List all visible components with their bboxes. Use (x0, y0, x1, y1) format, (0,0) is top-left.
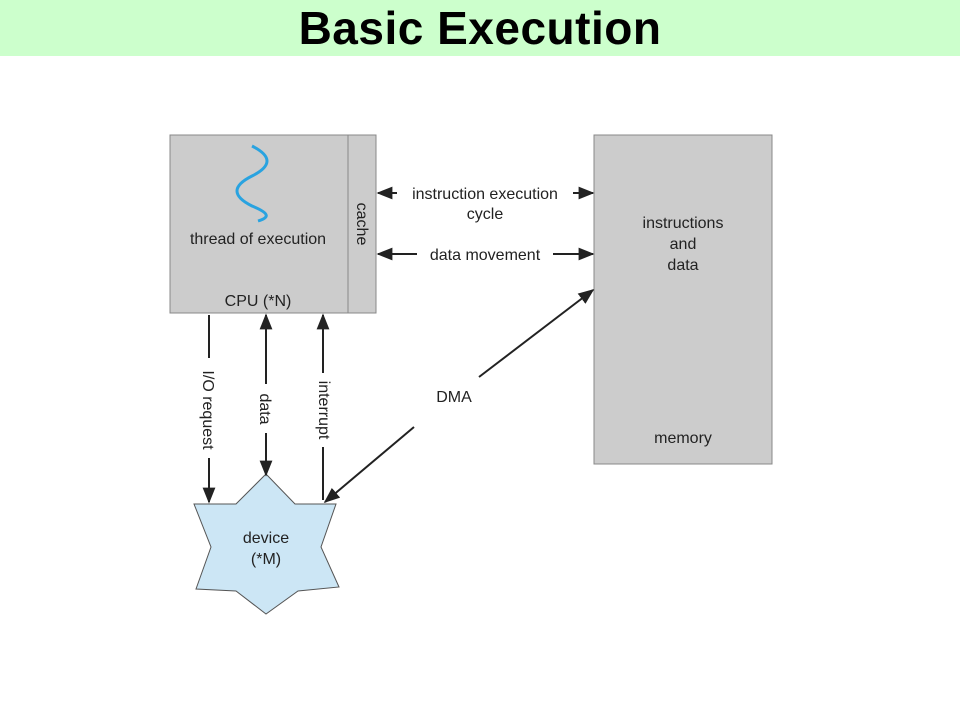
data-movement-label: data movement (430, 247, 541, 264)
device-label-line1: device (243, 530, 289, 547)
memory-label: memory (654, 430, 712, 447)
cpu-label: CPU (*N) (225, 293, 292, 310)
dma-label: DMA (436, 389, 472, 406)
cache-box (347, 134, 377, 314)
memory-content-line2: and (670, 236, 697, 253)
memory-content-line1: instructions (643, 215, 724, 232)
cpu-box (169, 134, 349, 314)
memory-box (593, 134, 773, 465)
io-request-label: I/O request (199, 370, 216, 450)
thread-wave-icon (235, 144, 269, 223)
instr-cycle-label-line1: instruction execution (412, 186, 558, 203)
device-label-line2: (*M) (251, 551, 281, 568)
device-star (193, 473, 340, 615)
thread-label: thread of execution (190, 231, 326, 248)
dma-arrow-upper (478, 289, 595, 378)
cache-label: cache (353, 203, 370, 246)
dma-arrow-lower (323, 426, 415, 504)
page-title: Basic Execution (298, 2, 662, 54)
instr-cycle-label-line2: cycle (467, 206, 504, 223)
interrupt-label: interrupt (315, 381, 332, 440)
title-bar: Basic Execution (0, 0, 960, 56)
data-label: data (256, 393, 273, 424)
memory-content-line3: data (667, 257, 698, 274)
